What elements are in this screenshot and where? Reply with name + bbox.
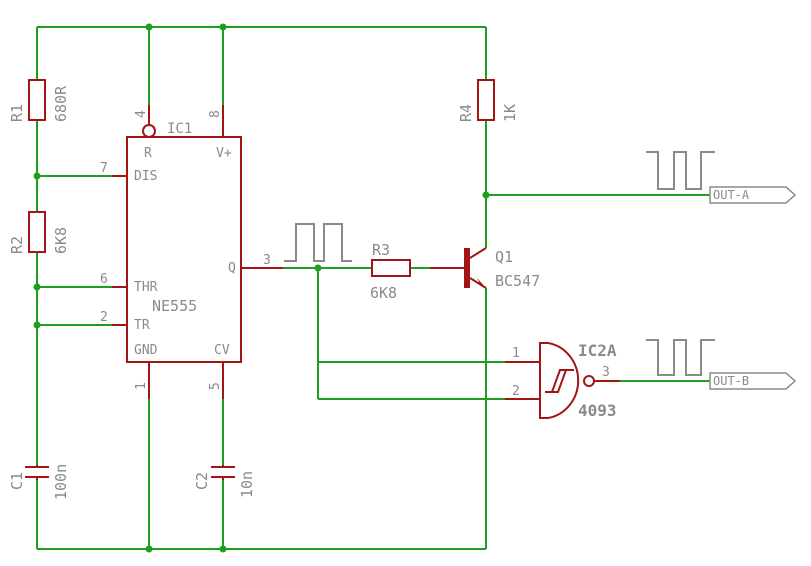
r2-ref: R2 <box>8 236 26 254</box>
pulse-waveform-icon <box>284 223 352 262</box>
resistor-r3[interactable]: R3 6K8 <box>370 241 411 302</box>
junctions <box>33 23 490 553</box>
resistor-body <box>28 211 46 253</box>
pin-label-dis: DIS <box>134 169 157 184</box>
port-out-a-label: OUT-A <box>713 188 750 202</box>
junction-dot <box>219 23 227 31</box>
q1-ref: Q1 <box>495 248 513 266</box>
gate-pin-num-1: 1 <box>512 346 520 361</box>
pin-label-out: Q <box>228 261 236 276</box>
pin-label-thr: THR <box>134 280 158 295</box>
pin-label-reset: R <box>144 146 152 161</box>
r4-ref: R4 <box>457 104 475 122</box>
gate-body <box>539 342 580 419</box>
pin-num-cv: 5 <box>208 382 223 390</box>
c1-value: 100n <box>52 464 70 500</box>
junction-dot <box>219 545 227 553</box>
port-out-a[interactable]: OUT-A <box>709 186 797 204</box>
resistor-body <box>477 79 495 121</box>
q1-value: BC547 <box>495 272 540 290</box>
pin-label-vcc: V+ <box>216 146 232 161</box>
port-out-b[interactable]: OUT-B <box>709 372 797 390</box>
pin-reset-bubble <box>142 124 156 138</box>
pin-num-reset: 4 <box>134 110 149 118</box>
junction-dot <box>482 191 490 199</box>
gate-pin-num-3: 3 <box>602 365 610 380</box>
pin-num-tr: 2 <box>100 310 108 325</box>
ic2a-value: 4093 <box>578 401 617 420</box>
ic1-ref: IC1 <box>167 121 192 137</box>
junction-dot <box>145 545 153 553</box>
collector-lead <box>469 247 487 259</box>
wires <box>36 26 710 550</box>
port-out-a-shape <box>709 186 797 204</box>
schmitt-symbol <box>545 369 574 393</box>
transistor-q1[interactable]: Q1 BC547 <box>430 247 540 290</box>
ic1-value: NE555 <box>152 297 197 315</box>
gate-output-bubble <box>583 375 595 387</box>
pin-label-tr: TR <box>134 318 150 333</box>
resistor-body <box>371 259 411 277</box>
pin-num-dis: 7 <box>100 161 108 176</box>
r1-ref: R1 <box>8 104 26 122</box>
junction-dot <box>145 23 153 31</box>
gate-ic2a[interactable]: 1 2 3 IC2A 4093 <box>505 341 620 420</box>
junction-dot <box>33 321 41 329</box>
pin-label-cv: CV <box>214 343 230 358</box>
resistor-body <box>28 79 46 121</box>
capacitor-c1[interactable]: C1 100n <box>8 464 70 500</box>
ic2a-ref: IC2A <box>578 341 617 360</box>
r4-value: 1K <box>501 104 519 122</box>
junction-dot <box>314 264 322 272</box>
junction-dot <box>33 172 41 180</box>
r1-value: 680R <box>52 85 70 122</box>
port-out-b-label: OUT-B <box>713 374 749 388</box>
pin-num-thr: 6 <box>100 272 108 287</box>
pulse-icons <box>284 151 715 376</box>
pin-num-gnd: 1 <box>134 382 149 390</box>
port-out-b-shape <box>709 372 797 390</box>
c1-ref: C1 <box>8 472 26 490</box>
r3-ref: R3 <box>372 241 390 259</box>
pin-label-gnd: GND <box>134 343 158 358</box>
c2-ref: C2 <box>193 472 211 490</box>
resistor-r1[interactable]: R1 680R <box>8 79 70 122</box>
resistor-r4[interactable]: R4 1K <box>457 79 519 122</box>
r3-value: 6K8 <box>370 284 397 302</box>
c2-value: 10n <box>238 471 256 498</box>
resistor-r2[interactable]: R2 6K8 <box>8 211 70 254</box>
junction-dot <box>33 283 41 291</box>
pin-num-out: 3 <box>263 253 271 268</box>
ic1-ne555[interactable]: IC1 NE555 R V+ DIS THR TR GND CV Q 4 8 7… <box>100 105 283 399</box>
r2-value: 6K8 <box>52 227 70 254</box>
ic1-body <box>126 136 242 363</box>
pin-num-vcc: 8 <box>208 110 223 118</box>
capacitor-c2[interactable]: C2 10n <box>193 465 256 498</box>
emitter-arrow <box>477 278 486 288</box>
pulse-waveform-icon <box>646 151 715 190</box>
pulse-waveform-icon <box>646 339 715 376</box>
base-bar <box>464 248 470 288</box>
gate-pin-num-2: 2 <box>512 384 520 399</box>
